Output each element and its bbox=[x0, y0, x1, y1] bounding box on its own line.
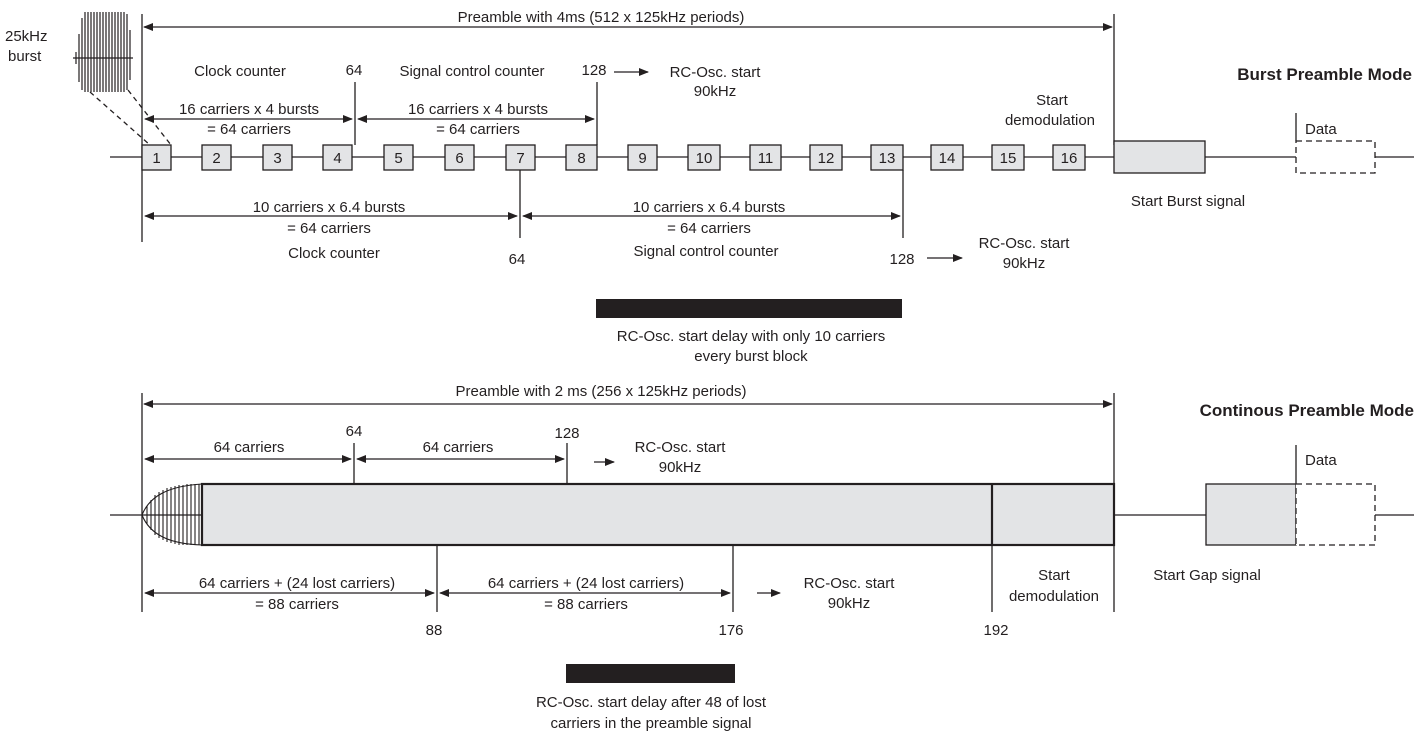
cont-num-192: 192 bbox=[983, 622, 1008, 639]
cont-preamble-label: Preamble with 2 ms (256 x 125kHz periods… bbox=[456, 383, 747, 400]
burst-block-label: 2 bbox=[212, 150, 220, 167]
span-c-line1: 10 carriers x 6.4 bursts bbox=[253, 199, 406, 216]
burst-block-label: 11 bbox=[758, 150, 774, 167]
top-num-128: 128 bbox=[581, 62, 606, 79]
continuous-preamble-section bbox=[110, 393, 1414, 612]
continuous-labels: Continous Preamble Mode Preamble with 2 … bbox=[199, 383, 1414, 732]
burst-blocks bbox=[141, 144, 1086, 171]
burst-label-burst: burst bbox=[8, 48, 42, 65]
burst-block-label: 15 bbox=[1000, 150, 1017, 167]
burst-data-block bbox=[1295, 140, 1376, 174]
cont-mode-title: Continous Preamble Mode bbox=[1200, 401, 1414, 420]
burst-labels: Burst Preamble Mode Preamble with 4ms (5… bbox=[5, 9, 1412, 365]
burst-block-label: 16 bbox=[1061, 150, 1078, 167]
cont-num-64: 64 bbox=[346, 423, 363, 440]
top-rc-osc-label-1: RC-Osc. start bbox=[670, 64, 762, 81]
burst-preamble-label: Preamble with 4ms (512 x 125kHz periods) bbox=[458, 9, 745, 26]
burst-waveform-icon bbox=[73, 12, 133, 92]
burst-block-label: 10 bbox=[696, 150, 713, 167]
burst-block-label: 3 bbox=[273, 150, 281, 167]
start-burst-signal-label: Start Burst signal bbox=[1131, 193, 1245, 210]
span-c-line2: = 64 carriers bbox=[287, 220, 371, 237]
top-clock-counter-label: Clock counter bbox=[194, 63, 286, 80]
bottom-clock-counter-label: Clock counter bbox=[288, 245, 380, 262]
burst-mode-title: Burst Preamble Mode bbox=[1237, 65, 1412, 84]
burst-block-label: 5 bbox=[394, 150, 402, 167]
bottom-rc-osc-label-2: 90kHz bbox=[1003, 255, 1046, 272]
cont-lost-a-line1: 64 carriers + (24 lost carriers) bbox=[199, 575, 395, 592]
top-num-64: 64 bbox=[346, 62, 363, 79]
span-a-line1: 16 carriers x 4 bursts bbox=[179, 101, 319, 118]
cont-rc-osc-bottom-1: RC-Osc. start bbox=[804, 575, 896, 592]
cont-num-88: 88 bbox=[426, 622, 443, 639]
burst-block-label: 12 bbox=[818, 150, 835, 167]
burst-start-demod-2: demodulation bbox=[1005, 112, 1095, 129]
cont-span-a-label: 64 carriers bbox=[214, 439, 285, 456]
burst-block-label: 4 bbox=[333, 150, 341, 167]
burst-delay-bar bbox=[596, 299, 902, 318]
span-b-line1: 16 carriers x 4 bursts bbox=[408, 101, 548, 118]
cont-delay-label-2: carriers in the preamble signal bbox=[551, 715, 752, 732]
cont-rampup-waveform-icon bbox=[141, 483, 203, 546]
bottom-rc-osc-label-1: RC-Osc. start bbox=[979, 235, 1071, 252]
burst-block-label: 9 bbox=[638, 150, 646, 167]
bottom-signal-control-label: Signal control counter bbox=[633, 243, 778, 260]
burst-block-label: 7 bbox=[516, 150, 524, 167]
burst-block-label: 8 bbox=[577, 150, 585, 167]
burst-zoom-line-right bbox=[127, 89, 172, 146]
cont-span-b-label: 64 carriers bbox=[423, 439, 494, 456]
burst-block-label: 6 bbox=[455, 150, 463, 167]
burst-block-label: 14 bbox=[939, 150, 956, 167]
cont-rc-osc-label-1: RC-Osc. start bbox=[635, 439, 727, 456]
top-rc-osc-label-2: 90kHz bbox=[694, 83, 737, 100]
cont-delay-label-1: RC-Osc. start delay after 48 of lost bbox=[536, 694, 767, 711]
top-signal-control-label: Signal control counter bbox=[399, 63, 544, 80]
cont-start-demod-1: Start bbox=[1038, 567, 1071, 584]
burst-label-25khz: 25kHz bbox=[5, 28, 48, 45]
cont-data-block bbox=[1295, 483, 1376, 546]
span-a-line2: = 64 carriers bbox=[207, 121, 291, 138]
cont-start-demod-2: demodulation bbox=[1009, 588, 1099, 605]
burst-delay-label-2: every burst block bbox=[694, 348, 808, 365]
burst-delay-label-1: RC-Osc. start delay with only 10 carrier… bbox=[617, 328, 885, 345]
cont-num-128: 128 bbox=[554, 425, 579, 442]
cont-delay-bar bbox=[566, 664, 735, 683]
start-gap-signal-block bbox=[1205, 483, 1297, 546]
bottom-num-64: 64 bbox=[509, 251, 526, 268]
cont-lost-a-line2: = 88 carriers bbox=[255, 596, 339, 613]
burst-zoom-line-left bbox=[89, 91, 151, 146]
span-d-line1: 10 carriers x 6.4 bursts bbox=[633, 199, 786, 216]
span-d-line2: = 64 carriers bbox=[667, 220, 751, 237]
cont-rc-osc-bottom-2: 90kHz bbox=[828, 595, 871, 612]
cont-rc-osc-label-2: 90kHz bbox=[659, 459, 702, 476]
cont-lost-b-line2: = 88 carriers bbox=[544, 596, 628, 613]
cont-lost-b-line1: 64 carriers + (24 lost carriers) bbox=[488, 575, 684, 592]
burst-start-demod-1: Start bbox=[1036, 92, 1069, 109]
burst-block-label: 13 bbox=[879, 150, 896, 167]
burst-preamble-section bbox=[73, 12, 1414, 262]
start-burst-signal-block bbox=[1113, 140, 1206, 174]
bottom-num-128: 128 bbox=[889, 251, 914, 268]
cont-num-176: 176 bbox=[718, 622, 743, 639]
burst-block-label: 1 bbox=[152, 150, 160, 167]
start-gap-signal-label: Start Gap signal bbox=[1153, 567, 1261, 584]
cont-data-label: Data bbox=[1305, 452, 1337, 469]
cont-preamble-bar bbox=[200, 482, 1116, 547]
burst-data-label: Data bbox=[1305, 121, 1337, 138]
span-b-line2: = 64 carriers bbox=[436, 121, 520, 138]
